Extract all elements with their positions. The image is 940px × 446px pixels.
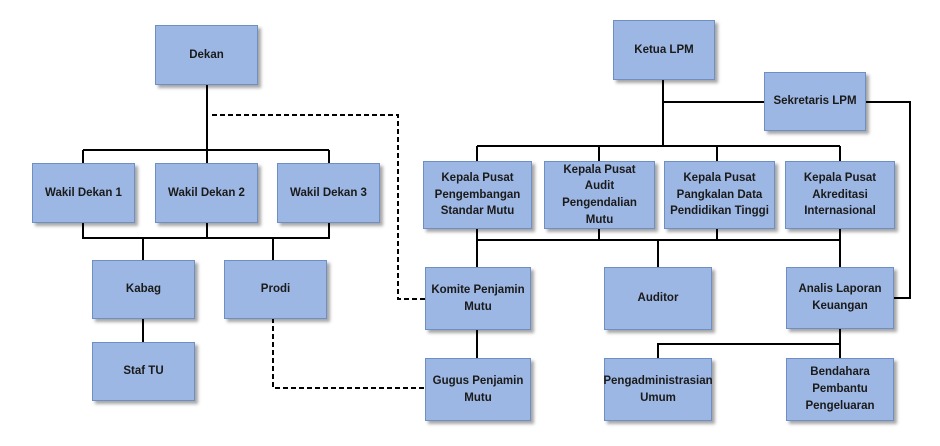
node-wakil-dekan-3: Wakil Dekan 3 (277, 163, 380, 223)
node-analis-laporan-keuangan: Analis Laporan Keuangan (786, 267, 894, 329)
connector-kapus-bottom (476, 228, 841, 241)
node-kapus-pengembangan: Kepala Pusat Pengembangan Standar Mutu (423, 161, 532, 229)
node-kapus-akreditasi: Kepala Pusat Akreditasi Internasional (785, 161, 895, 229)
node-pengadministrasian-umum: Pengadministrasian Umum (603, 358, 713, 421)
node-bendahara-pembantu: Bendahara Pembantu Pengeluaran (786, 358, 894, 421)
node-ketua-lpm: Ketua LPM (613, 20, 715, 80)
node-komite-penjamin-mutu: Komite Penjamin Mutu (425, 267, 531, 330)
node-staf-tu: Staf TU (92, 342, 195, 401)
node-gugus-penjamin-mutu: Gugus Penjamin Mutu (425, 358, 531, 421)
node-kapus-pangkalan: Kepala Pusat Pangkalan Data Pendidikan T… (664, 161, 775, 229)
node-wakil-dekan-2: Wakil Dekan 2 (155, 163, 258, 223)
node-kapus-audit: Kepala Pusat Audit Pengendalian Mutu (544, 161, 655, 229)
node-auditor: Auditor (604, 267, 712, 330)
node-wakil-dekan-1: Wakil Dekan 1 (32, 163, 135, 223)
node-kabag: Kabag (92, 260, 195, 319)
connector-sekretaris-analis (866, 101, 911, 299)
node-dekan: Dekan (155, 25, 258, 85)
dashed-prodi-gugus (272, 318, 425, 389)
dashed-dekan-komite (212, 114, 425, 300)
node-prodi: Prodi (224, 260, 327, 319)
connector-analis-down (657, 328, 841, 358)
node-sekretaris-lpm: Sekretaris LPM (764, 72, 866, 131)
